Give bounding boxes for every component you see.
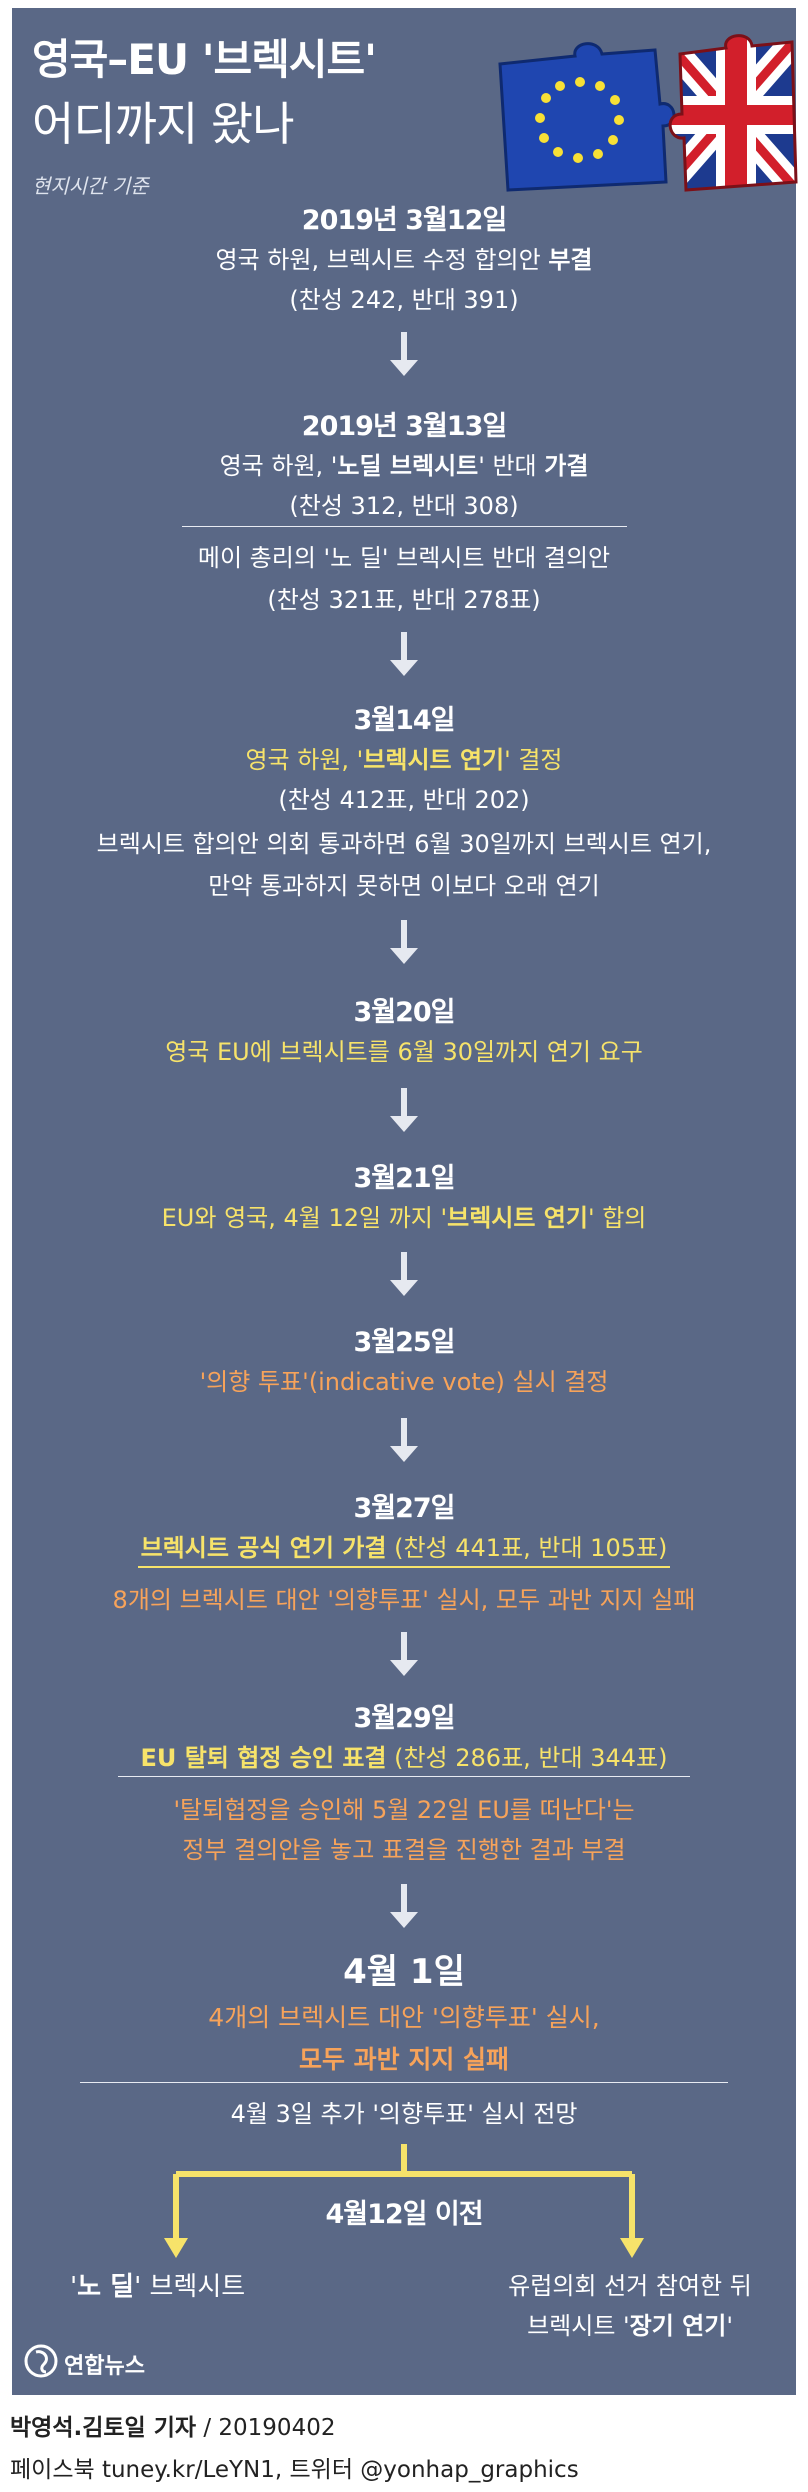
yellow-arrow-right-icon: [620, 2238, 644, 2258]
divider-yellow: [138, 1566, 670, 1568]
social-line: 페이스북 tuney.kr/LeYN1, 트위터 @yonhap_graphic…: [10, 2457, 579, 2483]
event8-sub2: 정부 결의안을 놓고 표결을 진행한 결과 부결: [182, 1836, 626, 1864]
branch-right-line2: 브렉시트 '장기 연기': [527, 2312, 733, 2340]
event3-date: 3월14일: [353, 705, 455, 736]
eu-flag-puzzle-piece: [498, 42, 676, 192]
event1-vote: (찬성 242, 반대 391): [289, 286, 519, 314]
infographic-panel: [12, 8, 796, 2395]
title-line2: 어디까지 왔나: [32, 97, 295, 151]
uk-flag-puzzle-piece: [668, 34, 798, 192]
event4-date: 3월20일: [353, 997, 455, 1028]
event6-date: 3월25일: [353, 1327, 455, 1358]
divider: [118, 1776, 690, 1777]
yonhap-logo-icon: [24, 2344, 58, 2378]
logo-text: 연합뉴스: [64, 2354, 145, 2379]
divider: [80, 2082, 728, 2083]
event2-date: 2019년 3월13일: [301, 411, 507, 442]
event7-sub: 8개의 브렉시트 대안 '의향투표' 실시, 모두 과반 지지 실패: [112, 1586, 696, 1614]
branch-connector: [164, 2144, 644, 2258]
title-line1: 영국–EU '브렉시트': [32, 35, 377, 84]
event2-sub-vote: (찬성 321표, 반대 278표): [267, 586, 541, 614]
event8-desc: EU 탈퇴 협정 승인 표결 (찬성 286표, 반대 344표): [140, 1744, 668, 1772]
event2-vote: (찬성 312, 반대 308): [289, 492, 519, 520]
event9-date: 4월 1일: [343, 1952, 465, 1992]
event5-date: 3월21일: [353, 1163, 455, 1194]
event9-desc1: 4개의 브렉시트 대안 '의향투표' 실시,: [208, 2003, 600, 2032]
event8-sub1: '탈퇴협정을 승인해 5월 22일 EU를 떠난다'는: [173, 1796, 635, 1824]
event7-desc: 브렉시트 공식 연기 가결 (찬성 441표, 반대 105표): [140, 1534, 668, 1562]
event5-desc: EU와 영국, 4월 12일 까지 '브렉시트 연기' 합의: [161, 1204, 647, 1232]
yonhap-logo: 연합뉴스: [24, 2344, 224, 2380]
branch-left: '노 딜' 브렉시트: [70, 2272, 246, 2302]
event6-desc: '의향 투표'(indicative vote) 실시 결정: [199, 1368, 609, 1396]
branch-label: 4월12일 이전: [325, 2199, 483, 2230]
event2-desc: 영국 하원, '노딜 브렉시트' 반대 가결: [219, 452, 589, 480]
time-basis-note: 현지시간 기준: [32, 174, 149, 198]
event3-desc: 영국 하원, '브렉시트 연기' 결정: [245, 746, 563, 774]
event9-sub: 4월 3일 추가 '의향투표' 실시 전망: [230, 2100, 578, 2128]
eu-uk-puzzle-illustration: [498, 34, 798, 192]
yellow-arrow-left-icon: [164, 2238, 188, 2258]
event7-date: 3월27일: [353, 1493, 455, 1524]
credit-line: 박영석.김토일 기자 / 20190402: [10, 2408, 335, 2442]
publish-date: / 20190402: [196, 2415, 336, 2441]
event8-date: 3월29일: [353, 1703, 455, 1734]
event2-sub: 메이 총리의 '노 딜' 브렉시트 반대 결의안: [197, 544, 611, 572]
event3-vote: (찬성 412표, 반대 202): [278, 786, 530, 814]
author: 박영석.김토일 기자: [10, 2415, 197, 2441]
event9-desc2: 모두 과반 지지 실패: [298, 2045, 510, 2074]
event4-desc: 영국 EU에 브렉시트를 6월 30일까지 연기 요구: [165, 1038, 643, 1066]
branch-right-line1: 유럽의회 선거 참여한 뒤: [508, 2272, 752, 2300]
divider: [182, 526, 627, 527]
event3-note1: 브렉시트 합의안 의회 통과하면 6월 30일까지 브렉시트 연기,: [96, 830, 712, 858]
event1-date: 2019년 3월12일: [301, 205, 507, 236]
event1-desc: 영국 하원, 브렉시트 수정 합의안 부결: [215, 246, 593, 274]
event3-note2: 만약 통과하지 못하면 이보다 오래 연기: [208, 872, 600, 900]
